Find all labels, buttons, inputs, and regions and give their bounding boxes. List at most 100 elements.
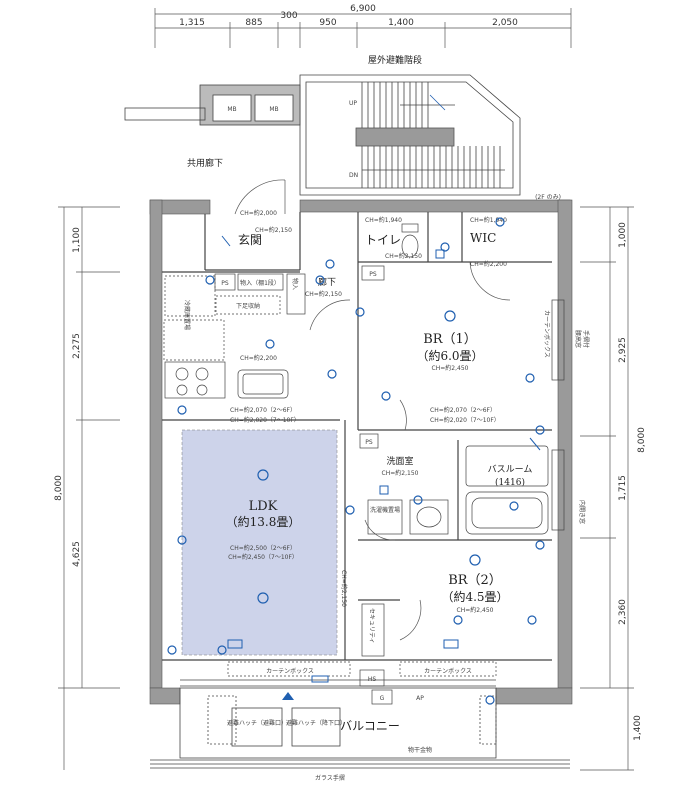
curtain-box-1: カーテンボックス	[266, 667, 314, 675]
window-note-1: 腰高窓	[574, 330, 582, 348]
monoire-2-label: 物入	[291, 278, 299, 290]
mb-label-1: MB	[227, 106, 236, 113]
hall-label: 廊下	[318, 276, 336, 288]
top-dim-3: 300	[280, 11, 297, 21]
wic-ceiling: CH=約2,200	[470, 260, 507, 268]
top-dim-6: 2,050	[492, 18, 518, 28]
glass-rail-label: ガラス手摺	[315, 774, 345, 782]
br1-edge-ceiling-2: CH=約2,020（7～10F）	[430, 416, 500, 424]
balcony-arrow-icon	[282, 692, 294, 700]
security-box	[361, 603, 385, 657]
right-dim-2: 2,925	[618, 337, 628, 363]
top-total-dim: 6,900	[350, 4, 376, 14]
top-dim-5: 1,400	[388, 18, 414, 28]
ps-label-1: PS	[221, 280, 229, 287]
left-dim-3: 4,625	[72, 541, 82, 567]
door-swings	[234, 179, 511, 641]
washroom-fixtures	[367, 499, 449, 535]
ldk-ceiling-1: CH=約2,500（2～6F）	[230, 544, 296, 552]
electrical-outlets	[167, 217, 545, 705]
security-label: セキュリティ	[368, 608, 375, 644]
2f-only-note: (2F のみ)	[535, 194, 561, 201]
right-dimension-lines	[580, 206, 634, 771]
right-dim-1: 1,000	[618, 222, 628, 248]
fridge-label: 冷蔵庫置場	[183, 300, 191, 330]
ldk-edge-ceiling-1: CH=約2,070（2～6F）	[230, 406, 296, 414]
toilet-ceiling: CH=約2,150	[385, 252, 422, 260]
curtain-box-3: カーテンボックス	[543, 310, 551, 358]
shoes-label: 下足収納	[236, 302, 260, 310]
ldk-name: LDK	[249, 499, 278, 514]
br1-edge-ceiling-1: CH=約2,070（2～6F）	[430, 406, 496, 414]
hs-label: HS	[368, 676, 377, 683]
ldk-edge-ceiling-2: CH=約2,020（7～10F）	[230, 416, 300, 424]
genkan-fixtures	[214, 273, 306, 315]
genkan-ceiling-2: CH=約2,150	[255, 226, 292, 234]
ps-box-2	[361, 265, 385, 281]
washroom-ceiling: CH=約2,150	[382, 469, 419, 477]
kitchen	[163, 275, 289, 399]
br2-ceiling: CH=約2,450	[457, 606, 494, 614]
toilet-ceiling-2: CH=約1,940	[365, 216, 402, 224]
wic-label: WIC	[470, 231, 496, 245]
ps-label-2: PS	[369, 271, 377, 278]
curtain-box-2: カーテンボックス	[424, 667, 472, 675]
ldk-ceiling-2: CH=約2,450（7～10F）	[228, 553, 298, 561]
ap-label: AP	[416, 695, 424, 702]
common-corridor-label: 共用廊下	[187, 157, 223, 169]
top-dim-2: 885	[245, 18, 262, 28]
left-total-dim: 8,000	[54, 475, 64, 501]
interior-walls	[162, 212, 552, 661]
mb-label-2: MB	[269, 106, 278, 113]
left-dimension-lines	[58, 206, 120, 770]
br2-size: （約4.5畳）	[441, 589, 508, 604]
right-total-dim: 8,000	[637, 427, 647, 453]
bottom-window-line	[180, 661, 497, 705]
balcony-label: バルコニー	[340, 719, 400, 733]
outer-walls	[149, 199, 573, 705]
ldk-outline	[181, 429, 338, 656]
rail-note: 手摺付	[582, 330, 590, 348]
bathroom-label: バスルーム	[488, 464, 533, 475]
br1-ceiling: CH=約2,450	[432, 364, 469, 372]
monoire-1-label: 物入（棚1段）	[240, 279, 280, 287]
bathtub	[465, 445, 549, 535]
right-window	[551, 299, 565, 531]
wic-ceiling-2: CH=約1,940	[470, 216, 507, 224]
kitchen-ceiling: CH=約2,200	[240, 354, 277, 362]
bathroom-size: (1416)	[495, 477, 525, 488]
right-dim-5: 1,400	[633, 715, 643, 741]
br1-size: （約6.0畳）	[416, 348, 483, 363]
washroom-label: 洗面室	[386, 455, 413, 467]
g-label: G	[380, 695, 385, 702]
br1-name: BR（1）	[423, 332, 477, 347]
laundry-label: 洗濯機置場	[370, 506, 400, 514]
balcony	[150, 687, 570, 769]
toilet-fixture	[401, 223, 419, 258]
genkan-ceiling: CH=約2,000	[240, 209, 277, 217]
right-dim-4: 2,360	[618, 599, 628, 625]
left-dim-1: 1,100	[72, 227, 82, 253]
right-dim-3: 1,715	[618, 475, 628, 501]
ps-label-3: PS	[365, 439, 373, 446]
toilet-label: トイレ	[365, 233, 401, 247]
ldk-highlight	[182, 430, 337, 655]
hatch-2-label: 避難ハッチ（降下口）	[286, 719, 346, 727]
switch-marks	[221, 235, 541, 683]
top-dim-4: 950	[319, 18, 336, 28]
window-note-2: 内開き窓	[578, 500, 586, 524]
hatch-1-label: 避難ハッチ（避難口）	[227, 719, 287, 727]
left-dim-2: 2,275	[72, 333, 82, 359]
br2-name: BR（2）	[448, 573, 502, 588]
outdoor-stairs	[299, 74, 521, 196]
top-dim-1: 1,315	[179, 18, 205, 28]
outdoor-stairs-label: 屋外避難階段	[368, 54, 422, 66]
ps-box-3	[359, 433, 379, 449]
hall-ceiling: CH=約2,150	[305, 290, 342, 298]
mb-boxes	[124, 84, 301, 126]
ldk-size: （約13.8畳）	[226, 514, 301, 529]
beam-ceiling: CH=約2,150	[340, 570, 348, 607]
monohoshi-label: 物干金物	[408, 746, 432, 754]
top-dimension-lines	[154, 8, 572, 48]
